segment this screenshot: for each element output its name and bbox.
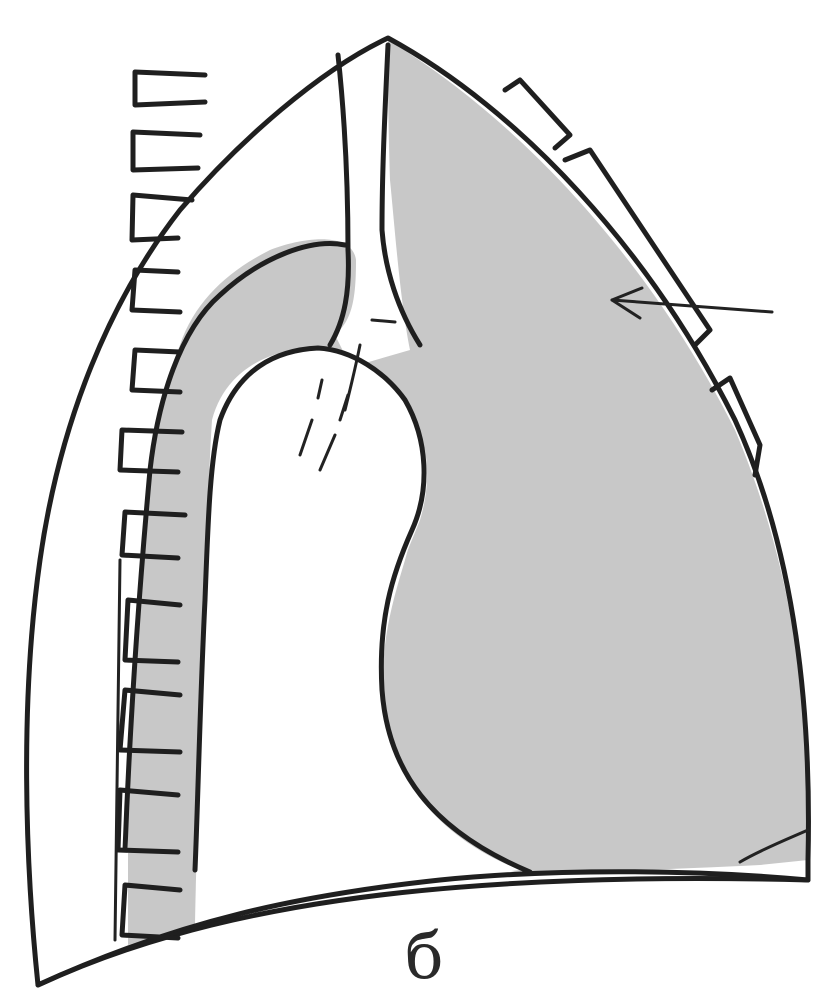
vertebra-2 [133,132,200,170]
panel-label: б [405,920,444,990]
vertebra-1 [135,72,205,105]
vertebra-4 [132,270,180,312]
